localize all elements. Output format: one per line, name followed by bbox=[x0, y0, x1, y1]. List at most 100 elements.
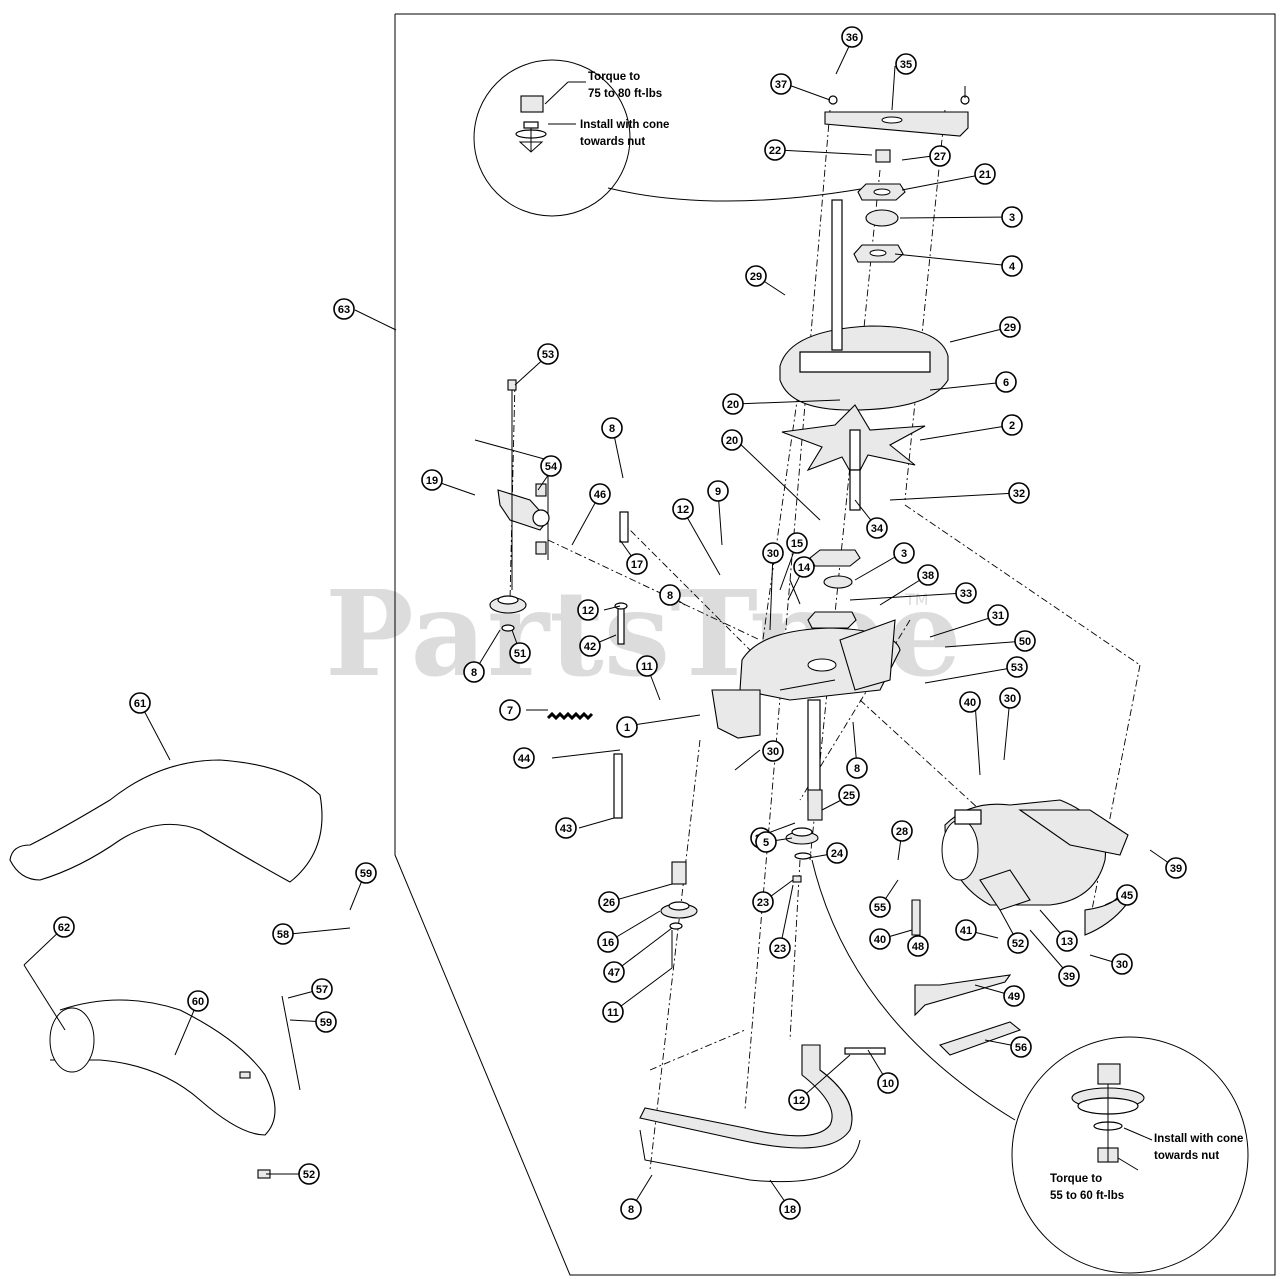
callout-17: 17 bbox=[626, 553, 648, 575]
callout-number: 35 bbox=[900, 59, 912, 71]
callout-number: 15 bbox=[791, 538, 803, 550]
callout-52: 52 bbox=[298, 1163, 320, 1185]
callout-number: 8 bbox=[609, 423, 615, 435]
callout-39: 39 bbox=[1165, 857, 1187, 879]
vertical-shaft bbox=[807, 699, 821, 801]
bottom-detail-circle bbox=[1011, 1036, 1249, 1274]
callout-number: 54 bbox=[545, 461, 558, 473]
callout-number: 14 bbox=[798, 562, 811, 574]
callout-5: 5 bbox=[755, 831, 777, 853]
callout-number: 37 bbox=[775, 79, 787, 91]
callout-16: 16 bbox=[597, 931, 619, 953]
callout-number: 1 bbox=[624, 722, 630, 734]
shaft-coupler bbox=[807, 789, 823, 821]
callout-8: 8 bbox=[601, 417, 623, 439]
callout-44: 44 bbox=[513, 747, 535, 769]
callout-23: 23 bbox=[769, 937, 791, 959]
callout-56: 56 bbox=[1010, 1036, 1032, 1058]
callout-number: 3 bbox=[1009, 212, 1015, 224]
callout-number: 29 bbox=[750, 271, 762, 283]
callout-20: 20 bbox=[722, 393, 744, 415]
main-frame-bracket bbox=[711, 619, 901, 739]
upper-bearing-stack bbox=[853, 149, 906, 263]
callout-number: 28 bbox=[896, 826, 908, 838]
callout-number: 12 bbox=[582, 605, 594, 617]
callout-number: 39 bbox=[1063, 971, 1075, 983]
callout-59: 59 bbox=[315, 1011, 337, 1033]
callout-63: 63 bbox=[333, 298, 355, 320]
callout-42: 42 bbox=[579, 635, 601, 657]
callout-43: 43 bbox=[555, 817, 577, 839]
lower-pulley bbox=[785, 827, 819, 883]
callout-32: 32 bbox=[1008, 482, 1030, 504]
callout-number: 12 bbox=[793, 1095, 805, 1107]
chute-ring bbox=[779, 199, 949, 411]
callout-59: 59 bbox=[355, 862, 377, 884]
callout-number: 47 bbox=[608, 967, 620, 979]
callout-34: 34 bbox=[866, 517, 888, 539]
callout-30: 30 bbox=[999, 687, 1021, 709]
callout-number: 8 bbox=[628, 1204, 634, 1216]
bottom-install-note-line2: towards nut bbox=[1154, 1150, 1219, 1162]
callout-38: 38 bbox=[917, 564, 939, 586]
callout-number: 4 bbox=[1009, 261, 1016, 273]
callout-number: 17 bbox=[631, 559, 643, 571]
callout-number: 27 bbox=[934, 151, 946, 163]
callout-61: 61 bbox=[129, 692, 151, 714]
callout-number: 11 bbox=[607, 1007, 619, 1019]
callout-number: 30 bbox=[767, 746, 779, 758]
bottom-torque-note-line1: Torque to bbox=[1050, 1173, 1102, 1185]
callout-number: 9 bbox=[715, 486, 721, 498]
callout-27: 27 bbox=[929, 145, 951, 167]
callout-57: 57 bbox=[311, 978, 333, 1000]
callout-number: 40 bbox=[874, 934, 886, 946]
callout-62: 62 bbox=[53, 916, 75, 938]
lower-bearing-stack bbox=[789, 549, 861, 629]
scraper-plate-56 bbox=[938, 1021, 1022, 1056]
callout-number: 56 bbox=[1015, 1042, 1027, 1054]
discharge-chute bbox=[941, 799, 1129, 936]
callout-29: 29 bbox=[999, 316, 1021, 338]
callout-51: 51 bbox=[509, 642, 531, 664]
top-install-note-line1: Install with cone bbox=[580, 119, 669, 131]
callout-13: 13 bbox=[1056, 930, 1078, 952]
callout-number: 59 bbox=[320, 1017, 332, 1029]
callout-number: 21 bbox=[979, 169, 991, 181]
callout-20: 20 bbox=[721, 429, 743, 451]
top-mounting-plate bbox=[824, 86, 970, 137]
callout-40: 40 bbox=[869, 928, 891, 950]
spring bbox=[546, 711, 594, 721]
callout-number: 49 bbox=[1008, 991, 1020, 1003]
callout-number: 12 bbox=[677, 504, 689, 516]
callout-number: 22 bbox=[769, 145, 781, 157]
top-detail-leader bbox=[607, 185, 879, 202]
callout-29: 29 bbox=[745, 265, 767, 287]
callout-number: 25 bbox=[843, 790, 855, 802]
callout-11: 11 bbox=[602, 1001, 624, 1023]
callout-number: 38 bbox=[922, 570, 934, 582]
callout-21: 21 bbox=[974, 163, 996, 185]
callout-number: 61 bbox=[134, 698, 146, 710]
star-plate bbox=[781, 404, 926, 511]
callout-number: 51 bbox=[514, 648, 526, 660]
callout-39: 39 bbox=[1058, 965, 1080, 987]
callout-number: 48 bbox=[912, 941, 924, 953]
callout-number: 8 bbox=[854, 763, 860, 775]
callout-30: 30 bbox=[1111, 953, 1133, 975]
callout-47: 47 bbox=[603, 961, 625, 983]
callout-4: 4 bbox=[1001, 255, 1023, 277]
callout-58: 58 bbox=[272, 923, 294, 945]
callout-number: 52 bbox=[1012, 938, 1024, 950]
callout-number: 53 bbox=[1011, 662, 1023, 674]
chute-strap-line bbox=[281, 995, 301, 1091]
callout-60: 60 bbox=[187, 990, 209, 1012]
top-detail-nut-washer-drawing bbox=[515, 81, 586, 153]
callout-3: 3 bbox=[1001, 206, 1023, 228]
callout-number: 30 bbox=[767, 548, 779, 560]
callout-36: 36 bbox=[841, 26, 863, 48]
idler-pulley bbox=[660, 861, 698, 968]
callout-11: 11 bbox=[636, 655, 658, 677]
